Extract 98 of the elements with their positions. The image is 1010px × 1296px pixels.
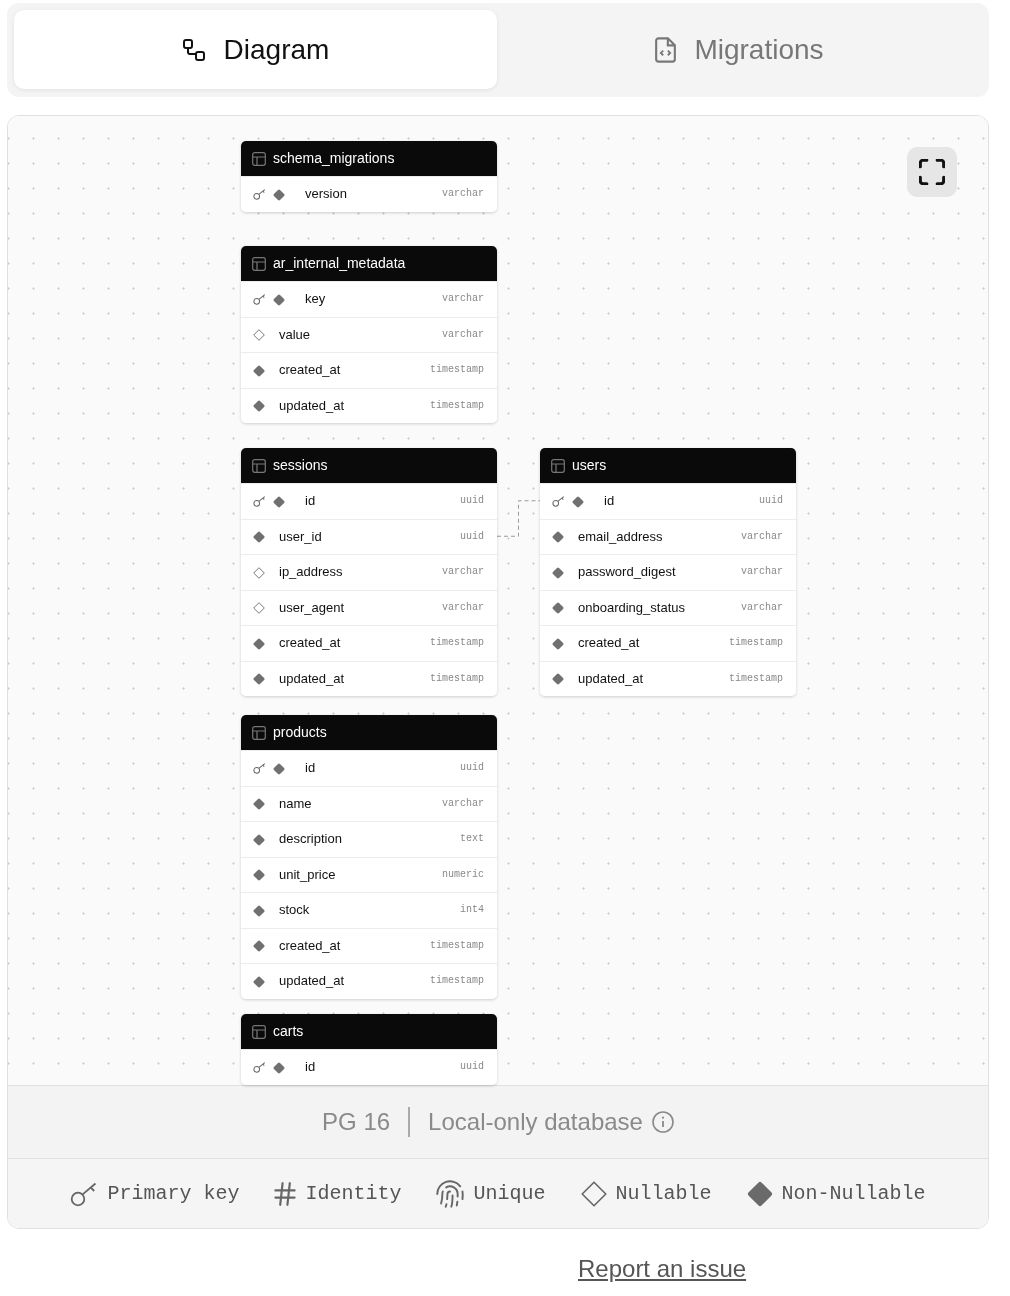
column-type: uuid: [460, 762, 484, 774]
table-row: [241, 483, 497, 519]
table-row: [241, 554, 497, 590]
column-type: timestamp: [430, 939, 484, 952]
column-name: id: [305, 1059, 316, 1075]
column-name: created_at: [279, 362, 341, 378]
column-type: numeric: [442, 868, 484, 881]
table-row: [241, 660, 497, 696]
column-type: varchar: [442, 328, 484, 341]
column-type: timestamp: [430, 364, 484, 376]
column-type: timestamp: [430, 975, 484, 987]
column-type: timestamp: [430, 637, 484, 649]
table-row: [241, 316, 497, 352]
migrations-tab: Migrations: [497, 10, 982, 89]
table-row: [540, 518, 796, 554]
table-title: carts: [273, 1023, 304, 1040]
column-name: ip_address: [279, 564, 343, 580]
database-note: Local-only database: [428, 1108, 643, 1136]
column-name: version: [305, 186, 347, 202]
table-row: [241, 281, 497, 317]
column-type: timestamp: [430, 672, 484, 685]
table-row: [241, 927, 497, 963]
column-type: varchar: [442, 797, 484, 810]
column-name: email_address: [578, 528, 663, 545]
column-name: updated_at: [279, 973, 345, 989]
table-row: [241, 352, 497, 388]
column-name: onboarding_status: [578, 599, 685, 616]
table-title: ar_internal_metadata: [273, 255, 406, 272]
table-row: [241, 750, 497, 786]
column-type: varchar: [442, 601, 484, 614]
column-type: varchar: [442, 188, 484, 200]
report-link: Report an issue: [578, 1255, 747, 1282]
column-name: description: [279, 831, 342, 847]
column-name: user_agent: [279, 599, 345, 616]
column-name: updated_at: [578, 670, 644, 687]
column-name: key: [305, 291, 326, 307]
table-row: [241, 1049, 497, 1085]
table-row: [540, 483, 796, 519]
legend-label: Identity: [305, 1182, 402, 1205]
column-name: value: [279, 326, 311, 343]
column-name: password_digest: [578, 564, 676, 580]
column-name: created_at: [279, 635, 341, 651]
column-name: created_at: [578, 635, 640, 651]
column-name: stock: [279, 902, 310, 918]
table-card: [540, 448, 796, 696]
column-type: varchar: [741, 530, 783, 543]
diagram-tab: Diagram: [14, 10, 497, 89]
column-name: id: [604, 493, 615, 509]
column-type: timestamp: [729, 672, 783, 685]
legend-label: Primary key: [107, 1182, 240, 1205]
table-row: [540, 625, 796, 661]
connector-line: [496, 500, 541, 537]
table-row: [241, 892, 497, 928]
column-name: id: [305, 493, 316, 509]
table-row: [241, 963, 497, 999]
legend-label: Non-Nullable: [781, 1182, 926, 1205]
table-card: [241, 1014, 497, 1085]
column-type: varchar: [741, 566, 783, 578]
legend-label: Unique: [473, 1182, 546, 1205]
column-type: timestamp: [729, 637, 783, 649]
version-text: PG 16: [322, 1108, 391, 1136]
column-name: created_at: [279, 937, 341, 954]
column-type: varchar: [442, 293, 484, 305]
table-row: [540, 660, 796, 696]
table-row: [241, 785, 497, 821]
table-title: products: [273, 724, 327, 741]
column-type: timestamp: [430, 399, 484, 412]
table-row: [540, 589, 796, 625]
table-title: sessions: [273, 457, 328, 474]
legend-label: Nullable: [615, 1182, 712, 1205]
table-row: [241, 821, 497, 857]
table-title: schema_migrations: [273, 150, 395, 167]
table-row: [241, 589, 497, 625]
column-type: int4: [460, 904, 484, 916]
column-type: uuid: [759, 495, 783, 507]
column-type: varchar: [442, 566, 484, 578]
table-card: [241, 448, 497, 696]
column-name: unit_price: [279, 866, 336, 883]
table-row: [241, 176, 497, 212]
table-card: [241, 246, 497, 423]
column-type: uuid: [460, 1061, 484, 1073]
table-card: [241, 715, 497, 999]
table-title: users: [572, 457, 607, 474]
table-card: [241, 141, 497, 212]
column-name: updated_at: [279, 397, 345, 414]
column-type: varchar: [741, 601, 783, 614]
column-name: updated_at: [279, 670, 345, 687]
table-row: [241, 518, 497, 554]
column-type: uuid: [460, 530, 484, 543]
table-row: [540, 554, 796, 590]
table-row: [241, 625, 497, 661]
column-name: user_id: [279, 528, 322, 545]
column-type: uuid: [460, 495, 484, 507]
column-name: name: [279, 795, 312, 812]
table-row: [241, 387, 497, 423]
column-name: id: [305, 760, 316, 776]
column-type: text: [460, 833, 484, 845]
table-row: [241, 856, 497, 892]
